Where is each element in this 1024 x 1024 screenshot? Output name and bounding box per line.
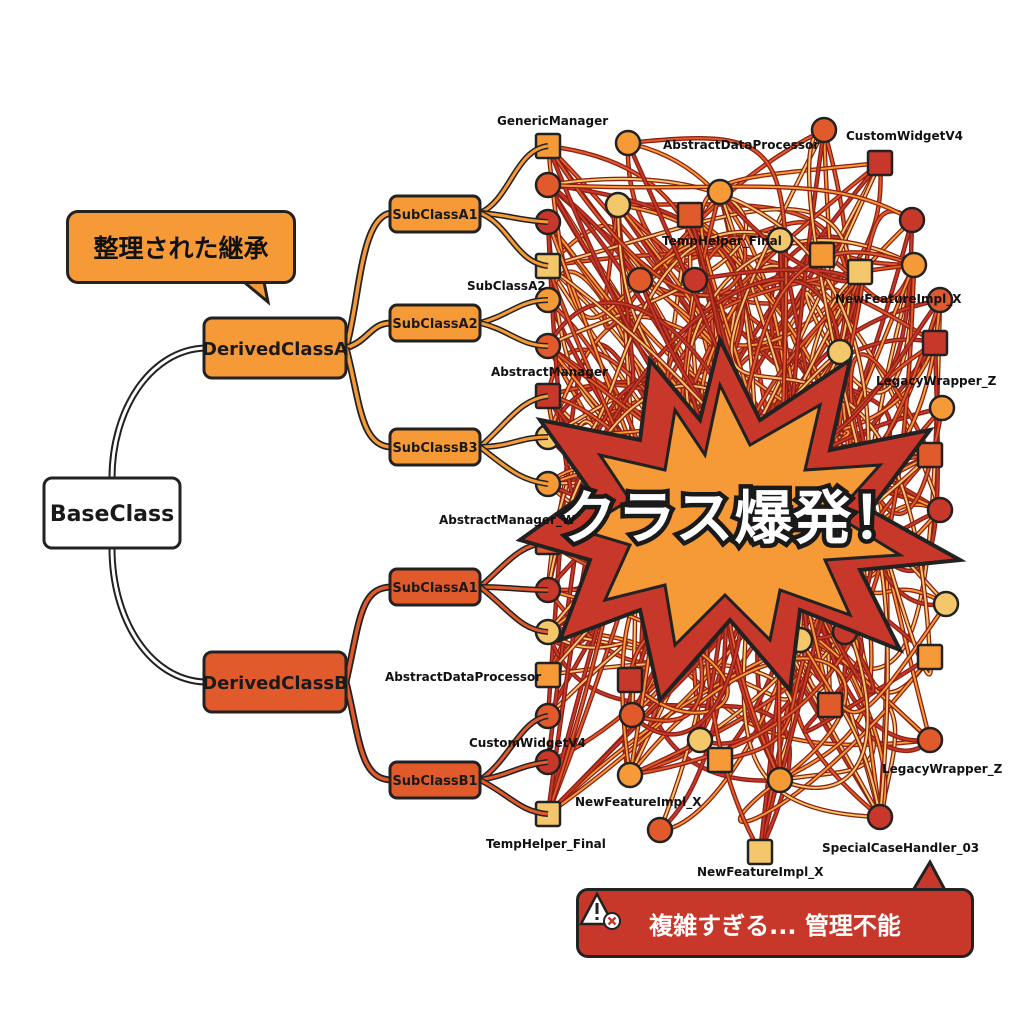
subclass-node-a2: SubClassA2 xyxy=(388,303,482,343)
class-square-node xyxy=(616,666,644,694)
class-square-node xyxy=(916,643,944,671)
dependency-edge xyxy=(719,191,881,818)
node-label: AbstractDataProcessor xyxy=(663,138,819,152)
class-square-node xyxy=(916,441,944,469)
class-circle-node xyxy=(616,761,644,789)
organized-inheritance-text: 整理された継承 xyxy=(93,234,269,263)
subclass-label: SubClassB3 xyxy=(392,441,477,456)
node-label: AbstractDataProcessor xyxy=(385,670,541,684)
class-circle-node xyxy=(706,178,734,206)
dependency-edge xyxy=(799,603,947,713)
class-circle-node xyxy=(614,129,642,157)
node-label: NewFeatureImpl_X xyxy=(575,795,702,810)
subclass-label: SubClassA1 xyxy=(392,581,477,596)
class-circle-node xyxy=(926,496,954,524)
web-labels: GenericManager AbstractDataProcessor Cus… xyxy=(385,114,1003,880)
node-label: TempHelper_Final xyxy=(486,837,606,852)
class-circle-node xyxy=(604,191,632,219)
class-square-node xyxy=(846,258,874,286)
subclass-node-b-a1: SubClassA1 xyxy=(388,567,482,607)
derived-class-a-node: DerivedClassA xyxy=(202,316,348,380)
node-label: SpecialCaseHandler_03 xyxy=(822,841,979,856)
explosion-burst: クラス爆発！ xyxy=(515,334,967,705)
class-circle-node xyxy=(618,701,646,729)
subclass-node-a1: SubClassA1 xyxy=(388,194,482,234)
node-label: TempHelper_Final xyxy=(662,234,782,249)
subclass-node-b1: SubClassB1 xyxy=(388,760,482,800)
class-circle-node xyxy=(810,116,838,144)
class-circle-node xyxy=(898,206,926,234)
node-label: GenericManager xyxy=(497,114,608,128)
node-label: NewFeatureImpl_X xyxy=(835,292,962,307)
class-circle-node xyxy=(766,766,794,794)
node-label: SubClassA2 xyxy=(467,279,546,293)
class-square-node xyxy=(921,329,949,357)
subclass-label: SubClassA2 xyxy=(392,317,477,332)
explosion-title: クラス爆発！ xyxy=(559,484,912,552)
organized-inheritance-bubble: 整理された継承 xyxy=(66,210,296,284)
node-label: AbstractManager_W xyxy=(439,513,575,528)
subclass-label: SubClassB1 xyxy=(392,774,477,789)
subclass-node-b3: SubClassB3 xyxy=(388,427,482,467)
class-circle-node xyxy=(626,266,654,294)
warning-bubble: 複雑すぎる... 管理不能 xyxy=(576,888,974,958)
class-circle-node xyxy=(826,338,854,366)
class-circle-node xyxy=(926,286,954,314)
class-circle-node xyxy=(916,726,944,754)
warning-text: 複雑すぎる... 管理不能 xyxy=(649,911,901,940)
base-class-label: BaseClass xyxy=(50,502,174,527)
class-square-node xyxy=(816,691,844,719)
class-square-node xyxy=(808,241,836,269)
class-circle-node xyxy=(928,394,956,422)
class-square-node xyxy=(676,201,704,229)
derived-class-b-node: DerivedClassB xyxy=(202,650,348,714)
node-label: NewFeatureImpl_X xyxy=(697,865,824,880)
class-circle-node xyxy=(646,816,674,844)
derived-class-b-label: DerivedClassB xyxy=(202,673,348,694)
class-circle-node xyxy=(866,803,894,831)
class-circle-node xyxy=(681,266,709,294)
class-square-node xyxy=(534,661,562,689)
base-class-node: BaseClass xyxy=(42,476,182,550)
class-square-node xyxy=(706,746,734,774)
class-circle-node xyxy=(766,226,794,254)
dependency-edge xyxy=(547,630,931,746)
class-circle-node xyxy=(932,590,960,618)
subclass-label: SubClassA1 xyxy=(392,208,477,223)
dependency-edge xyxy=(547,184,913,221)
class-square-node xyxy=(746,838,774,866)
dependency-edge xyxy=(739,656,931,823)
derived-class-a-label: DerivedClassA xyxy=(202,339,348,360)
warning-icon xyxy=(579,891,621,930)
node-label: LegacyWrapper_Z xyxy=(876,374,997,389)
class-circle-node xyxy=(534,171,562,199)
node-label: AbstractManager xyxy=(491,365,608,379)
class-circle-node xyxy=(686,726,714,754)
class-circle-node xyxy=(900,251,928,279)
node-label: CustomWidgetV4 xyxy=(469,736,586,750)
dependency-nodes xyxy=(534,116,960,866)
dependency-edge xyxy=(547,145,747,297)
class-square-node xyxy=(866,149,894,177)
node-label: CustomWidgetV4 xyxy=(846,129,963,143)
node-label: LegacyWrapper_Z xyxy=(882,762,1003,777)
